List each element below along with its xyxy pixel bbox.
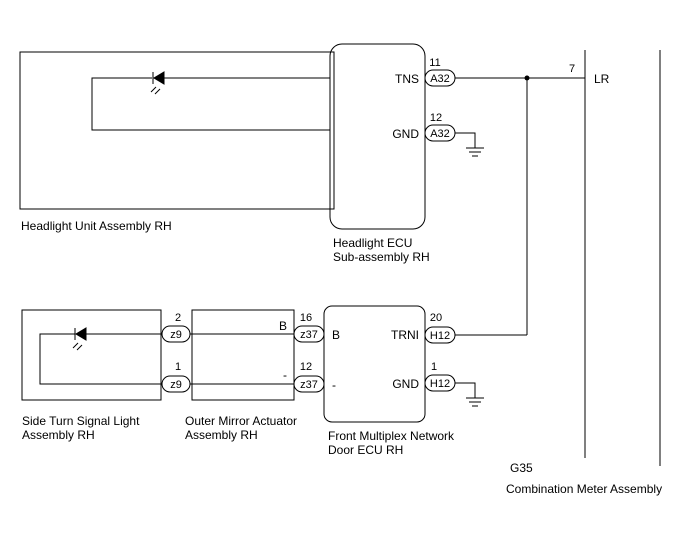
- connector-z37-minus: [293, 375, 325, 393]
- terminal-name: -: [283, 368, 287, 382]
- component-label: Side Turn Signal Light: [22, 414, 140, 428]
- connector-z37-b: [293, 325, 325, 343]
- headlight-led-wire: [91, 77, 330, 131]
- component-label: Front Multiplex Network: [328, 429, 455, 443]
- terminal-name: TNS: [395, 72, 419, 86]
- side-turn-led-wire: [39, 333, 162, 385]
- connector-code: H12: [430, 378, 450, 390]
- component-label: Headlight Unit Assembly RH: [21, 219, 172, 233]
- component-label: Outer Mirror Actuator: [185, 414, 297, 428]
- connector-code: z37: [300, 329, 318, 341]
- junction-dot: [524, 75, 530, 81]
- pin-number: 16: [300, 312, 312, 324]
- front-multiplex-ecu-box: [323, 305, 426, 423]
- pin-number: 2: [175, 312, 181, 324]
- led-icon: [150, 71, 165, 95]
- pin-number: 11: [429, 57, 440, 69]
- side-turn-signal-box: [21, 309, 162, 401]
- terminal-name: LR: [594, 72, 610, 86]
- component-label: Assembly RH: [185, 428, 258, 442]
- pin-number: 1: [175, 361, 181, 373]
- connector-code: z9: [170, 329, 182, 341]
- outer-mirror-box: [191, 309, 295, 401]
- terminal-name: TRNI: [391, 328, 419, 342]
- gnd-h12-wire: [455, 382, 476, 398]
- connector-code: A32: [430, 128, 450, 140]
- headlight-unit-box: [19, 51, 335, 210]
- component-label: Combination Meter Assembly: [506, 482, 662, 496]
- pin-number: 7: [569, 63, 575, 75]
- connector-code: A32: [430, 73, 450, 85]
- connector-h12-gnd: [424, 374, 456, 392]
- pin-number: 12: [430, 112, 442, 124]
- headlight-ecu-box: [329, 43, 426, 230]
- component-label: Sub-assembly RH: [333, 250, 430, 264]
- connector-code: H12: [430, 330, 450, 342]
- connector-z9-a: [161, 325, 191, 343]
- pin-number: 12: [300, 361, 312, 373]
- connector-a32-gnd: [424, 124, 456, 142]
- connector-z9-b: [161, 375, 191, 393]
- pin-number: 1: [431, 361, 437, 373]
- terminal-name: GND: [392, 127, 419, 141]
- connector-h12-trni: [424, 326, 456, 344]
- connector-code: z9: [170, 379, 182, 391]
- pin-number: 20: [430, 312, 442, 324]
- led-icon: [72, 327, 87, 351]
- terminal-name: B: [332, 328, 340, 342]
- connector-a32-tns: [424, 69, 456, 87]
- gnd-a32-wire: [455, 132, 476, 148]
- terminal-name: GND: [392, 377, 419, 391]
- component-label: Headlight ECU: [333, 236, 412, 250]
- connector-code: z37: [300, 379, 318, 391]
- terminal-name: -: [332, 378, 336, 392]
- terminal-name: B: [279, 319, 287, 333]
- connector-code: G35: [510, 461, 533, 475]
- component-label: Assembly RH: [22, 428, 95, 442]
- component-label: Door ECU RH: [328, 443, 403, 457]
